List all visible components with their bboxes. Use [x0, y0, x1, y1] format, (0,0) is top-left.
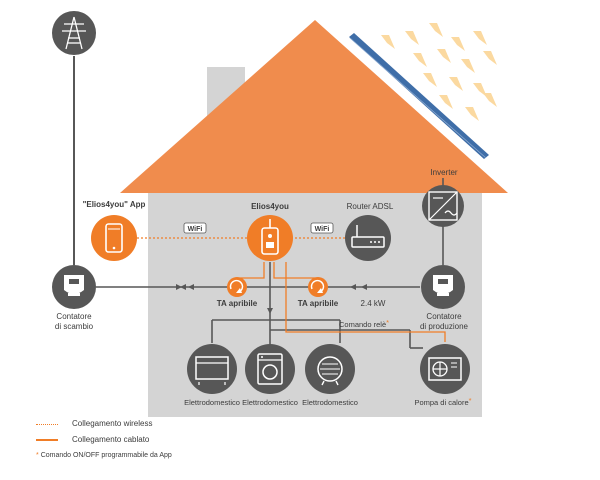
- transmission-tower-icon: [52, 11, 96, 265]
- sun-ray: [429, 23, 443, 37]
- legend-note: * Comando ON/OFF programmabile da App: [36, 448, 396, 464]
- sun-rays-icon: [381, 23, 497, 121]
- sun-ray: [451, 37, 465, 51]
- app-label: "Elios4you" App: [83, 200, 146, 209]
- appliance2-label: Elettrodomestico: [242, 398, 298, 407]
- sun-ray: [413, 53, 427, 67]
- house-roof: [120, 20, 508, 193]
- router-label: Router ADSL: [347, 202, 394, 211]
- sun-ray: [437, 49, 451, 63]
- current-transformer-icon: [308, 277, 328, 297]
- exchange-meter-label-line1: Contatore: [56, 312, 92, 321]
- heat-pump-icon: [420, 344, 470, 394]
- wifi-label-right: WiFi: [315, 226, 330, 233]
- sun-ray: [439, 95, 453, 109]
- appliance3-label: Elettrodomestico: [302, 398, 358, 407]
- legend-wired-label: Collegamento cablato: [72, 435, 150, 444]
- wireless-line-sample: [36, 424, 58, 425]
- current-transformer-icon: [227, 277, 247, 297]
- sun-ray: [449, 77, 463, 91]
- sun-ray: [465, 107, 479, 121]
- solar-panel-icon: [349, 33, 489, 159]
- sun-ray: [405, 31, 419, 45]
- inverter-icon: [422, 185, 464, 227]
- smartphone-icon: [91, 215, 137, 261]
- washing-machine-icon: [245, 344, 295, 394]
- meter-icon: [52, 265, 96, 309]
- inverter-label: Inverter: [430, 168, 457, 177]
- sun-ray: [461, 59, 475, 73]
- legend-note-text: Comando ON/OFF programmabile da App: [40, 452, 172, 459]
- legend-wireless: Collegamento wireless: [36, 416, 396, 432]
- sun-ray: [473, 31, 487, 45]
- sun-ray: [423, 73, 437, 87]
- wifi-icon: WiFi: [183, 222, 207, 234]
- heat-pump-label: Pompa di calore*: [414, 396, 471, 407]
- fan-heater-icon: [305, 344, 355, 394]
- flow-arrows: [176, 284, 367, 314]
- production-meter-label-line1: Contatore: [426, 312, 462, 321]
- elios-device-icon: [247, 215, 293, 261]
- meter-icon: [421, 265, 465, 309]
- production-meter-label-line2: di produzione: [420, 322, 469, 331]
- exchange-meter-label-line2: di scambio: [55, 322, 94, 331]
- appliance1-label: Elettrodomestico: [184, 398, 240, 407]
- power-label: 2.4 kW: [361, 299, 386, 308]
- oven-icon: [187, 344, 237, 394]
- legend-note-star: *: [36, 452, 39, 459]
- legend-wireless-label: Collegamento wireless: [72, 419, 153, 428]
- relay-label: Comando relè*: [339, 318, 389, 329]
- ta-right-label: TA apribile: [298, 299, 339, 308]
- wifi-icon: WiFi: [310, 222, 334, 234]
- ta-left-label: TA apribile: [217, 299, 258, 308]
- router-icon: [345, 215, 391, 261]
- sun-ray: [483, 51, 497, 65]
- wired-line-sample: [36, 439, 58, 441]
- wifi-label-left: WiFi: [188, 226, 203, 233]
- legend-wired: Collegamento cablato: [36, 432, 396, 448]
- sun-ray: [483, 93, 497, 107]
- elios-label: Elios4you: [251, 202, 289, 211]
- sun-ray: [381, 35, 395, 49]
- legend: Collegamento wireless Collegamento cabla…: [36, 416, 396, 464]
